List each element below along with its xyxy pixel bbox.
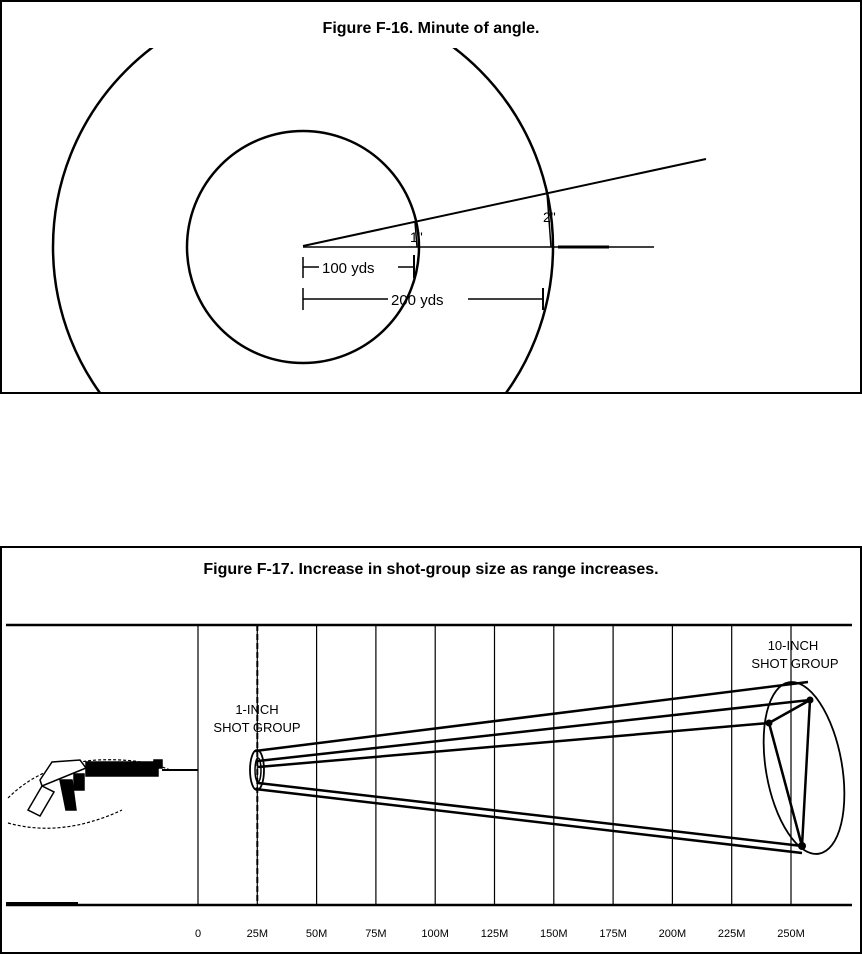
figure-f17-panel: Figure F-17. Increase in shot-group size… (0, 546, 862, 954)
range-tick-label: 250M (777, 928, 805, 940)
label-1-inch: 1" (410, 229, 423, 245)
trajectory-top-edge (254, 680, 809, 753)
ten-inch-shot-group-ellipse (762, 681, 846, 855)
inner-chord (414, 221, 418, 248)
range-tick-label: 50M (306, 928, 327, 940)
label-2-inch: 2" (543, 209, 556, 225)
ten-inch-shot-triangle (767, 697, 812, 847)
angle-ray (302, 158, 707, 247)
shot-impact-left (765, 719, 773, 727)
range-tick-label: 125M (481, 928, 509, 940)
one-inch-shot-group-inner (254, 757, 262, 783)
range-tick-label: 150M (540, 928, 568, 940)
figure-f16-panel: Figure F-16. Minute of angle. 1" 2" 100 … (0, 0, 862, 394)
ten-inch-shot-link (767, 722, 804, 847)
range-tick-label: 225M (718, 928, 746, 940)
range-tick-label: 200M (659, 928, 687, 940)
ten-inch-label-line1: 10-INCH (768, 638, 819, 653)
range-gridlines (197, 625, 792, 905)
outer-chord (546, 192, 552, 248)
figure-f16-title: Figure F-16. Minute of angle. (322, 20, 540, 37)
range-tick-label: 25M (247, 928, 268, 940)
one-inch-label-line2: SHOT GROUP (213, 720, 300, 735)
ten-inch-label-line2: SHOT GROUP (751, 656, 838, 671)
figure-f17-title: Figure F-17. Increase in shot-group size… (203, 561, 659, 578)
range-tick-label: 75M (365, 928, 386, 940)
minute-of-angle-diagram: 1" 2" 100 yds 200 yds (51, 48, 707, 392)
range-tick-labels: 0 25M 50M 75M 100M 125M 150M 175M 200M 225M 250M (195, 928, 805, 940)
outer-range-circle (51, 48, 555, 392)
range-tick-label: 175M (599, 928, 627, 940)
shot-impact-bottom (798, 842, 806, 850)
shot-impact-top (806, 696, 814, 704)
trajectory-upper (257, 698, 811, 763)
one-inch-shot-group-ellipse (249, 749, 265, 791)
one-inch-label-line1: 1-INCH (235, 702, 278, 717)
trajectory-middle (257, 721, 770, 769)
range-tick-label: 100M (421, 928, 449, 940)
rifle-icon (7, 759, 198, 829)
trajectory-bottom-edge (254, 787, 803, 855)
range-tick-label: 0 (195, 928, 201, 940)
label-200-yds: 200 yds (391, 292, 444, 309)
shot-group-diagram: 0 25M 50M 75M 100M 125M 150M 175M 200M 225M 250M 1… (6, 623, 852, 940)
trajectory-lower (257, 781, 803, 848)
label-100-yds: 100 yds (322, 260, 375, 277)
